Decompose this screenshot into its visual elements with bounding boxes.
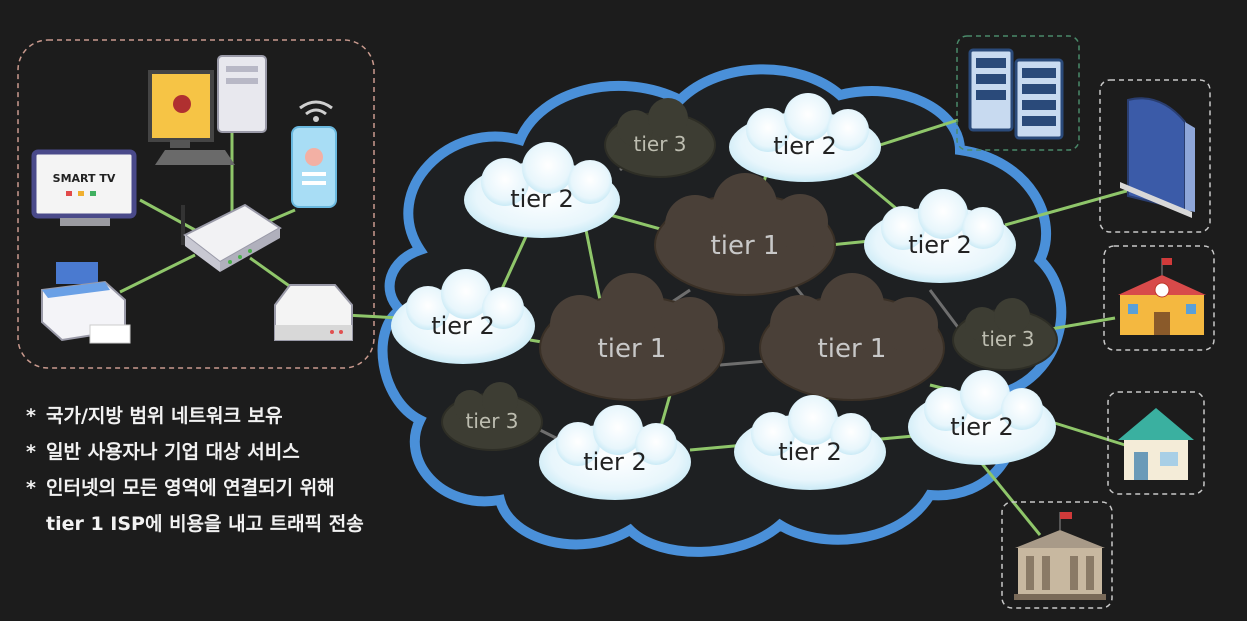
- tier3-cloud-c: tier 3: [441, 382, 543, 451]
- note-text: 일반 사용자나 기업 대상 서비스: [46, 441, 300, 463]
- router-icon: [181, 203, 282, 272]
- note-item: * 인터넷의 모든 영역에 연결되기 위해: [26, 470, 364, 506]
- note-text: 국가/지방 범위 네트워크 보유: [46, 405, 283, 427]
- note-item: * 일반 사용자나 기업 대상 서비스: [26, 434, 364, 470]
- tier2-cloud-b: tier 2: [729, 93, 881, 182]
- notes-list: * 국가/지방 범위 네트워크 보유 * 일반 사용자나 기업 대상 서비스 * 인터…: [26, 398, 364, 542]
- tier2-label: tier 2: [908, 231, 972, 259]
- tier3-cloud-a: tier 3: [604, 98, 716, 178]
- tier2-label: tier 2: [778, 438, 842, 466]
- note-item: tier 1 ISP에 비용을 내고 트래픽 전송: [26, 506, 364, 542]
- tier2-cloud-a: tier 2: [464, 142, 620, 238]
- tier1-cloud-c: tier 1: [759, 273, 945, 401]
- note-bullet: *: [26, 477, 36, 499]
- smart-tv-icon: SMART TV: [31, 149, 137, 226]
- tier2-label: tier 2: [510, 185, 574, 213]
- tier3-cloud-b: tier 3: [952, 298, 1058, 371]
- smartphone-icon: [291, 100, 337, 208]
- house-icon: [1107, 391, 1205, 495]
- tier1-cloud-b: tier 1: [539, 273, 725, 401]
- government-building-icon: [1001, 501, 1113, 609]
- note-bullet: *: [26, 441, 36, 463]
- note-item: * 국가/지방 범위 네트워크 보유: [26, 398, 364, 434]
- tier1-cloud-a: tier 1: [654, 173, 836, 296]
- note-bullet: *: [26, 405, 36, 427]
- tier2-cloud-e: tier 2: [539, 405, 691, 500]
- office-building-icon: [1099, 79, 1211, 233]
- school-icon: [1103, 245, 1215, 351]
- smart-tv-label: SMART TV: [53, 172, 116, 185]
- tier2-label: tier 2: [950, 413, 1014, 441]
- server-icon: [956, 35, 1080, 151]
- tier2-cloud-d: tier 2: [391, 269, 535, 364]
- tier1-label: tier 1: [711, 231, 780, 261]
- tier3-label: tier 3: [633, 132, 686, 156]
- tier1-label: tier 1: [818, 334, 887, 364]
- tier3-label: tier 3: [981, 327, 1034, 351]
- tier2-label: tier 2: [583, 448, 647, 476]
- tier2-cloud-g: tier 2: [908, 370, 1056, 465]
- printer-icon: [41, 262, 131, 344]
- home-network-box: [17, 39, 375, 369]
- tier2-cloud-c: tier 2: [864, 189, 1016, 283]
- modem-icon: [274, 284, 353, 341]
- desktop-computer-icon: [148, 55, 267, 165]
- tier1-label: tier 1: [598, 334, 667, 364]
- tier2-label: tier 2: [773, 132, 837, 160]
- note-text: tier 1 ISP에 비용을 내고 트래픽 전송: [46, 513, 364, 535]
- tier3-label: tier 3: [465, 409, 518, 433]
- tier2-cloud-f: tier 2: [734, 395, 886, 490]
- note-text: 인터넷의 모든 영역에 연결되기 위해: [46, 477, 335, 499]
- tier2-label: tier 2: [431, 312, 495, 340]
